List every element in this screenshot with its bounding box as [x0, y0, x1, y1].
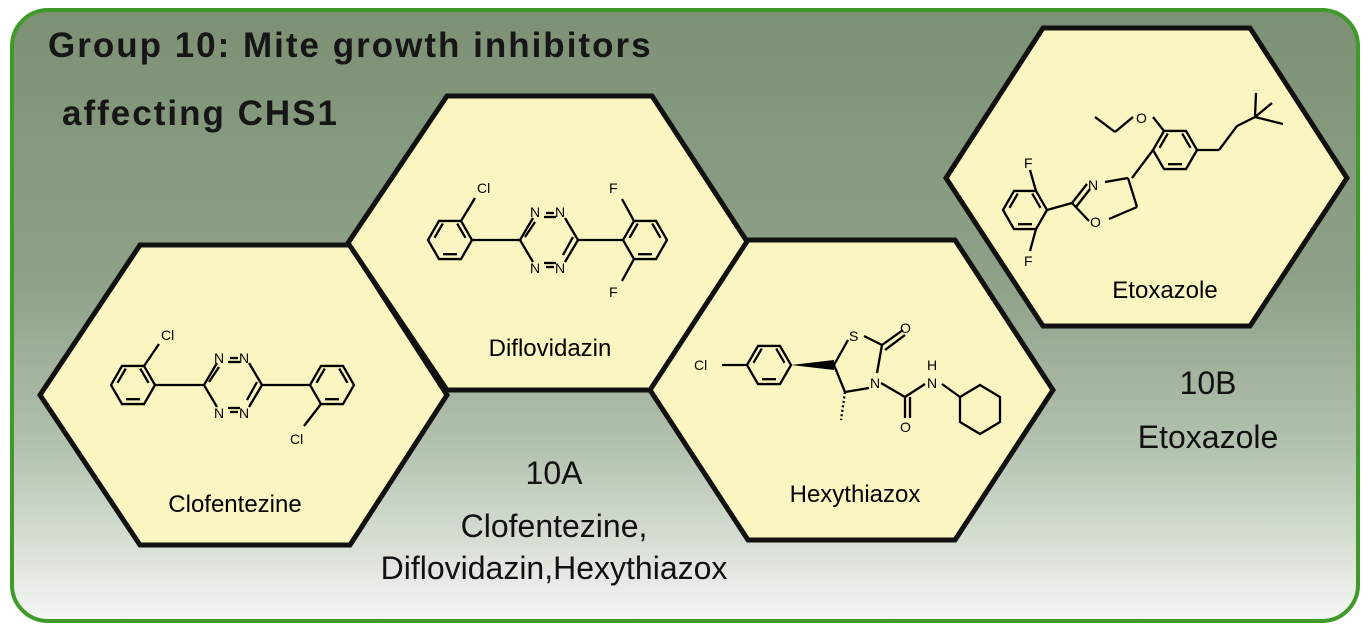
group-10b-code: 10B	[1179, 365, 1237, 401]
group-10a-code: 10A	[525, 455, 583, 491]
atom-n: N	[239, 405, 249, 421]
compound-name-etoxazole: Etoxazole	[1112, 277, 1217, 304]
atom-n: N	[530, 260, 540, 276]
hexagon-etoxazole	[943, 25, 1350, 329]
group-10a-members-line-1: Clofentezine,	[460, 508, 648, 544]
title-line-1: Group 10: Mite growth inhibitors	[48, 26, 653, 65]
atom-n: N	[530, 204, 540, 220]
title-line-2: affecting CHS1	[62, 94, 339, 133]
atom-n: N	[870, 375, 880, 391]
atom-cl: Cl	[477, 180, 490, 196]
atom-n: N	[239, 350, 249, 366]
group-10a-members-line-2: Diflovidazin,Hexythiazox	[380, 550, 728, 586]
compound-name-hexythiazox: Hexythiazox	[790, 481, 921, 508]
atom-n: N	[214, 405, 224, 421]
atom-nh-n: N	[927, 375, 937, 391]
atom-s: S	[849, 328, 858, 344]
atom-o: O	[900, 320, 911, 336]
atom-n: N	[214, 350, 224, 366]
atom-cl: Cl	[290, 431, 303, 447]
atom-f: F	[1024, 253, 1033, 269]
atom-cl: Cl	[161, 327, 174, 343]
atom-f: F	[609, 284, 618, 300]
atom-f: F	[609, 180, 618, 196]
compound-name-diflovidazin: Diflovidazin	[489, 335, 612, 362]
atom-o: O	[1136, 110, 1147, 126]
atom-n: N	[1088, 177, 1098, 193]
atom-n: N	[555, 204, 565, 220]
atom-labels-clofentezine: Cl Cl N N N N	[161, 327, 303, 447]
atom-labels-etoxazole: O N O F F	[1024, 110, 1147, 269]
group-10b-members: Etoxazole	[1137, 419, 1279, 455]
atom-o: O	[1090, 214, 1101, 230]
atom-labels-diflovidazin: Cl F F N N N N	[477, 180, 618, 300]
structure-clofentezine	[109, 343, 356, 427]
compound-name-clofentezine: Clofentezine	[168, 491, 301, 518]
atom-f: F	[1024, 155, 1033, 171]
atom-n: N	[555, 260, 565, 276]
atom-cl: Cl	[694, 357, 707, 373]
structure-etoxazole	[1001, 92, 1284, 252]
structure-diflovidazin	[426, 197, 669, 282]
structure-hexythiazox	[722, 329, 1002, 436]
atom-o: O	[900, 419, 911, 435]
atom-nh-h: H	[927, 357, 937, 373]
atom-labels-hexythiazox: Cl S O N O H N	[694, 320, 937, 435]
